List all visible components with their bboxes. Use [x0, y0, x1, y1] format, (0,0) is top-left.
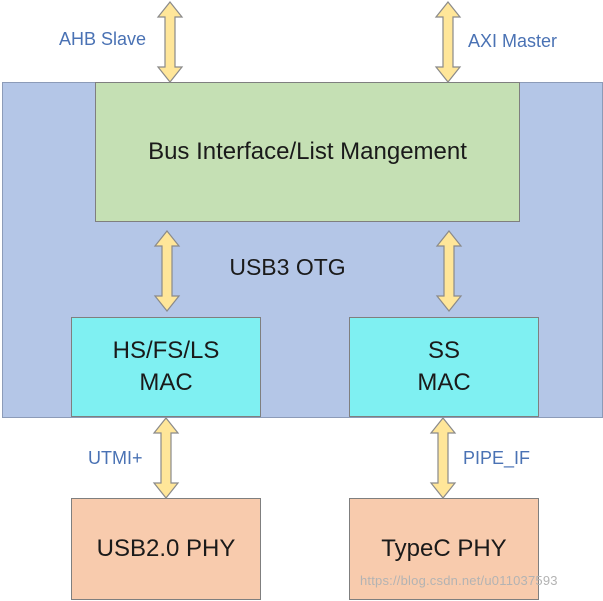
axi-master-label: AXI Master: [468, 31, 558, 51]
utmi-bidirectional-arrow: [152, 417, 180, 499]
ss-mac-block: SS MAC: [349, 317, 539, 417]
ahb-bidirectional-arrow: [156, 1, 184, 83]
usb3-otg-label: USB3 OTG: [229, 254, 346, 280]
bus-hs-mac-bidirectional-arrow: [153, 230, 181, 312]
watermark-text: https://blog.csdn.net/u011037593: [360, 573, 558, 588]
typec-phy-block: TypeC PHY: [349, 498, 539, 600]
utmi-label: UTMI+: [88, 448, 143, 468]
hs-fs-ls-mac-block: HS/FS/LS MAC: [71, 317, 261, 417]
ss-mac-line1: SS: [427, 337, 460, 364]
bus-interface-block: Bus Interface/List Mangement: [95, 82, 520, 222]
bus-ss-mac-bidirectional-arrow: [435, 230, 463, 312]
pipe-bidirectional-arrow: [429, 417, 457, 499]
ss-mac-line2: MAC: [417, 369, 471, 396]
hs-mac-line1: HS/FS/LS: [112, 337, 220, 364]
ahb-slave-label: AHB Slave: [59, 29, 147, 49]
pipe-if-label: PIPE_IF: [463, 448, 531, 468]
typec-phy-label: TypeC PHY: [381, 535, 507, 562]
usb2-phy-block: USB2.0 PHY: [71, 498, 261, 600]
usb2-phy-label: USB2.0 PHY: [96, 535, 236, 562]
bus-interface-label: Bus Interface/List Mangement: [148, 138, 467, 165]
hs-mac-line2: MAC: [139, 369, 193, 396]
axi-bidirectional-arrow: [434, 1, 462, 83]
